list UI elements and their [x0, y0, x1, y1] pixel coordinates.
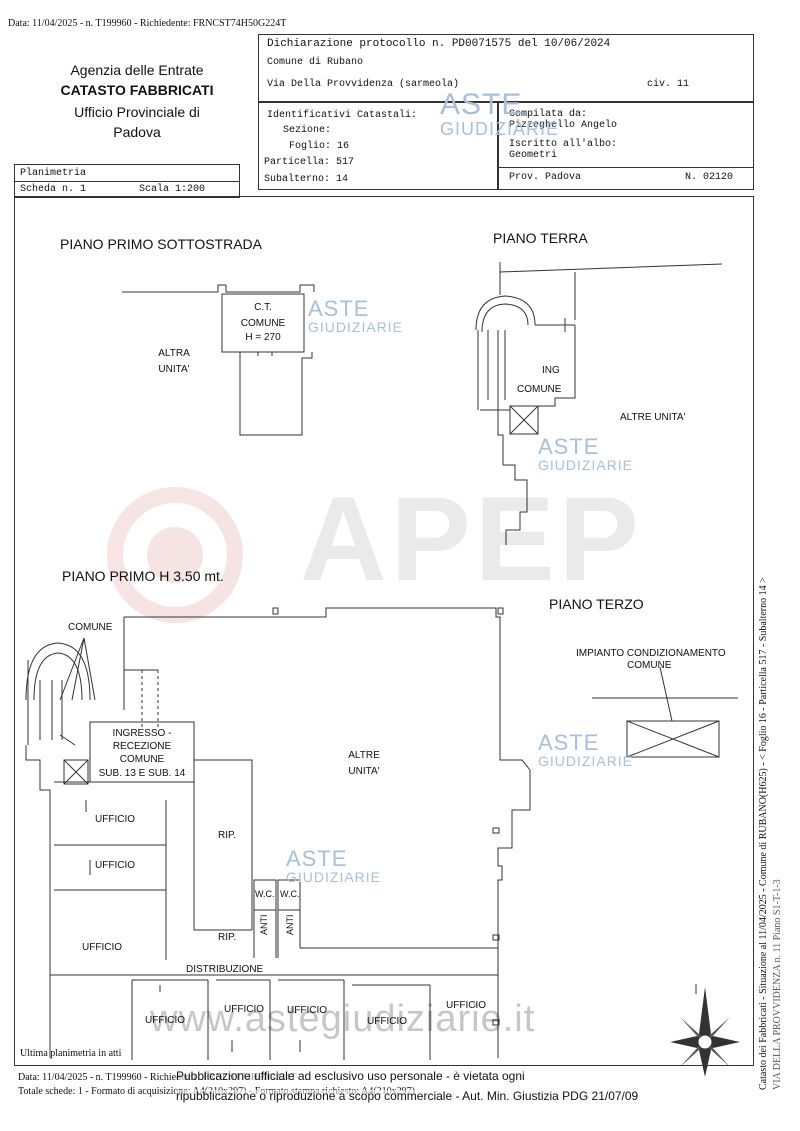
ufficio-provinciale: Ufficio Provinciale di [74, 104, 200, 120]
room-distribuzione: DISTRIBUZIONE [186, 964, 264, 975]
subalterno: Subalterno: 14 [264, 174, 349, 185]
room-wc-2: W.C. [280, 889, 300, 899]
iscritto-label: Iscritto all'albo: [509, 139, 618, 150]
footer-pubblicazione-1: Pubblicazione ufficiale ad esclusivo uso… [176, 1069, 525, 1083]
albo-value: Geometri [509, 150, 558, 161]
room-altre-unita-2: UNITA' [348, 766, 380, 777]
declaration-box: Dichiarazione protocollo n. PD0071575 de… [258, 34, 754, 102]
room-anti-2: ANTI [285, 914, 295, 935]
foglio: Foglio: 16 [289, 141, 350, 152]
room-wc-1: W.C. [255, 889, 275, 899]
room-ufficio-5: UFFICIO [224, 1004, 264, 1015]
scala: Scala 1:200 [139, 184, 206, 195]
ingresso-2: RECEZIONE [112, 741, 172, 752]
room-altra-1: ALTRA [158, 348, 190, 359]
title-terzo: PIANO TERZO [549, 596, 644, 612]
agency-name: Agenzia delle Entrate [70, 62, 204, 78]
drawing-frame [14, 196, 754, 1066]
ingresso-3: COMUNE [119, 754, 165, 765]
planimetria-box: Planimetria Scheda n. 1 Scala 1:200 [14, 164, 240, 198]
civ-line: civ. 11 [647, 79, 690, 90]
room-rip-2: RIP. [218, 932, 237, 943]
plan-primo [25, 607, 531, 1060]
ingresso-1: INGRESSO - [112, 728, 172, 739]
title-sottostrada: PIANO PRIMO SOTTOSTRADA [60, 236, 262, 252]
room-comune-stairs: COMUNE [68, 622, 113, 633]
room-ufficio-7: UFFICIO [367, 1016, 407, 1027]
site-watermark: www.astegiudiziarie.it [150, 998, 536, 1040]
room-rip-1: RIP. [218, 830, 237, 841]
room-ct-label: C.T. [254, 302, 272, 313]
title-terra: PIANO TERRA [493, 230, 588, 246]
catasto-fabbricati: CATASTO FABBRICATI [60, 82, 214, 98]
room-ct-height: H = 270 [245, 332, 281, 343]
impianto-label-1: IMPIANTO CONDIZIONAMENTO [576, 648, 726, 659]
room-altre-unita: ALTRE UNITA' [620, 412, 686, 423]
footer-ultima: Ultima planimetria in atti [20, 1048, 122, 1059]
via-line: Via Della Provvidenza (sarmeola) [267, 79, 460, 90]
scheda: Scheda n. 1 [20, 184, 87, 195]
identificativi-title: Identificativi Catastali: [267, 110, 418, 121]
north-arrow-compass [670, 984, 740, 1077]
agency-box: Agenzia delle Entrate CATASTO FABBRICATI… [18, 34, 256, 164]
apep-watermark-logo [107, 487, 243, 623]
impianto-label-2: COMUNE [627, 660, 672, 671]
room-ufficio-8: UFFICIO [446, 1000, 486, 1011]
apep-watermark-text: APEP [300, 472, 643, 606]
compilata-box: Compilata da: Pizzeghello Angelo Iscritt… [498, 102, 754, 190]
plan-terzo [592, 666, 738, 758]
room-anti-1: ANTI [259, 914, 269, 935]
province: Padova [113, 124, 161, 140]
ingresso-4: SUB. 13 E SUB. 14 [98, 768, 186, 779]
room-ufficio-1: UFFICIO [95, 814, 135, 825]
room-ing-comune: COMUNE [517, 384, 562, 395]
room-altre-unita-1: ALTRE [348, 750, 380, 761]
room-ufficio-4: UFFICIO [145, 1015, 185, 1026]
identificativi-box: Identificativi Catastali: Sezione: Fogli… [258, 102, 498, 190]
title-primo: PIANO PRIMO H 3.50 mt. [62, 568, 224, 584]
plan-terra [475, 262, 723, 545]
protocol-line: Dichiarazione protocollo n. PD0071575 de… [267, 38, 611, 50]
room-ufficio-2: UFFICIO [95, 860, 135, 871]
room-ufficio-3: UFFICIO [82, 942, 122, 953]
plan-sottostrada [122, 284, 315, 436]
sezione: Sezione: [283, 125, 332, 136]
compilata-title: Compilata da: [509, 109, 588, 120]
numero-albo: N. 02120 [685, 172, 734, 183]
room-altra-2: UNITA' [158, 364, 190, 375]
planimetria-title: Planimetria [20, 168, 87, 179]
side-caption: Catasto dei Fabbricati - Situazione al 1… [758, 577, 769, 1090]
header-request-line: Data: 11/04/2025 - n. T199960 - Richiede… [8, 18, 287, 29]
room-ct-comune: COMUNE [240, 318, 286, 329]
footer-data: Data: 11/04/2025 - n. T199960 - Richiede… [18, 1072, 297, 1083]
side-caption-2: VIA DELLA PROVVIDENZA n. 11 Piano S1-T-1… [772, 879, 783, 1090]
footer-pubblicazione-2: ripubblicazione o riproduzione a scopo c… [176, 1089, 639, 1103]
comune-line: Comune di Rubano [267, 57, 364, 68]
particella: Particella: 517 [264, 157, 355, 168]
prov-value: Prov. Padova [509, 172, 582, 183]
compilata-name: Pizzeghello Angelo [509, 120, 618, 131]
room-ufficio-6: UFFICIO [287, 1005, 327, 1016]
room-ing: ING [542, 365, 560, 376]
